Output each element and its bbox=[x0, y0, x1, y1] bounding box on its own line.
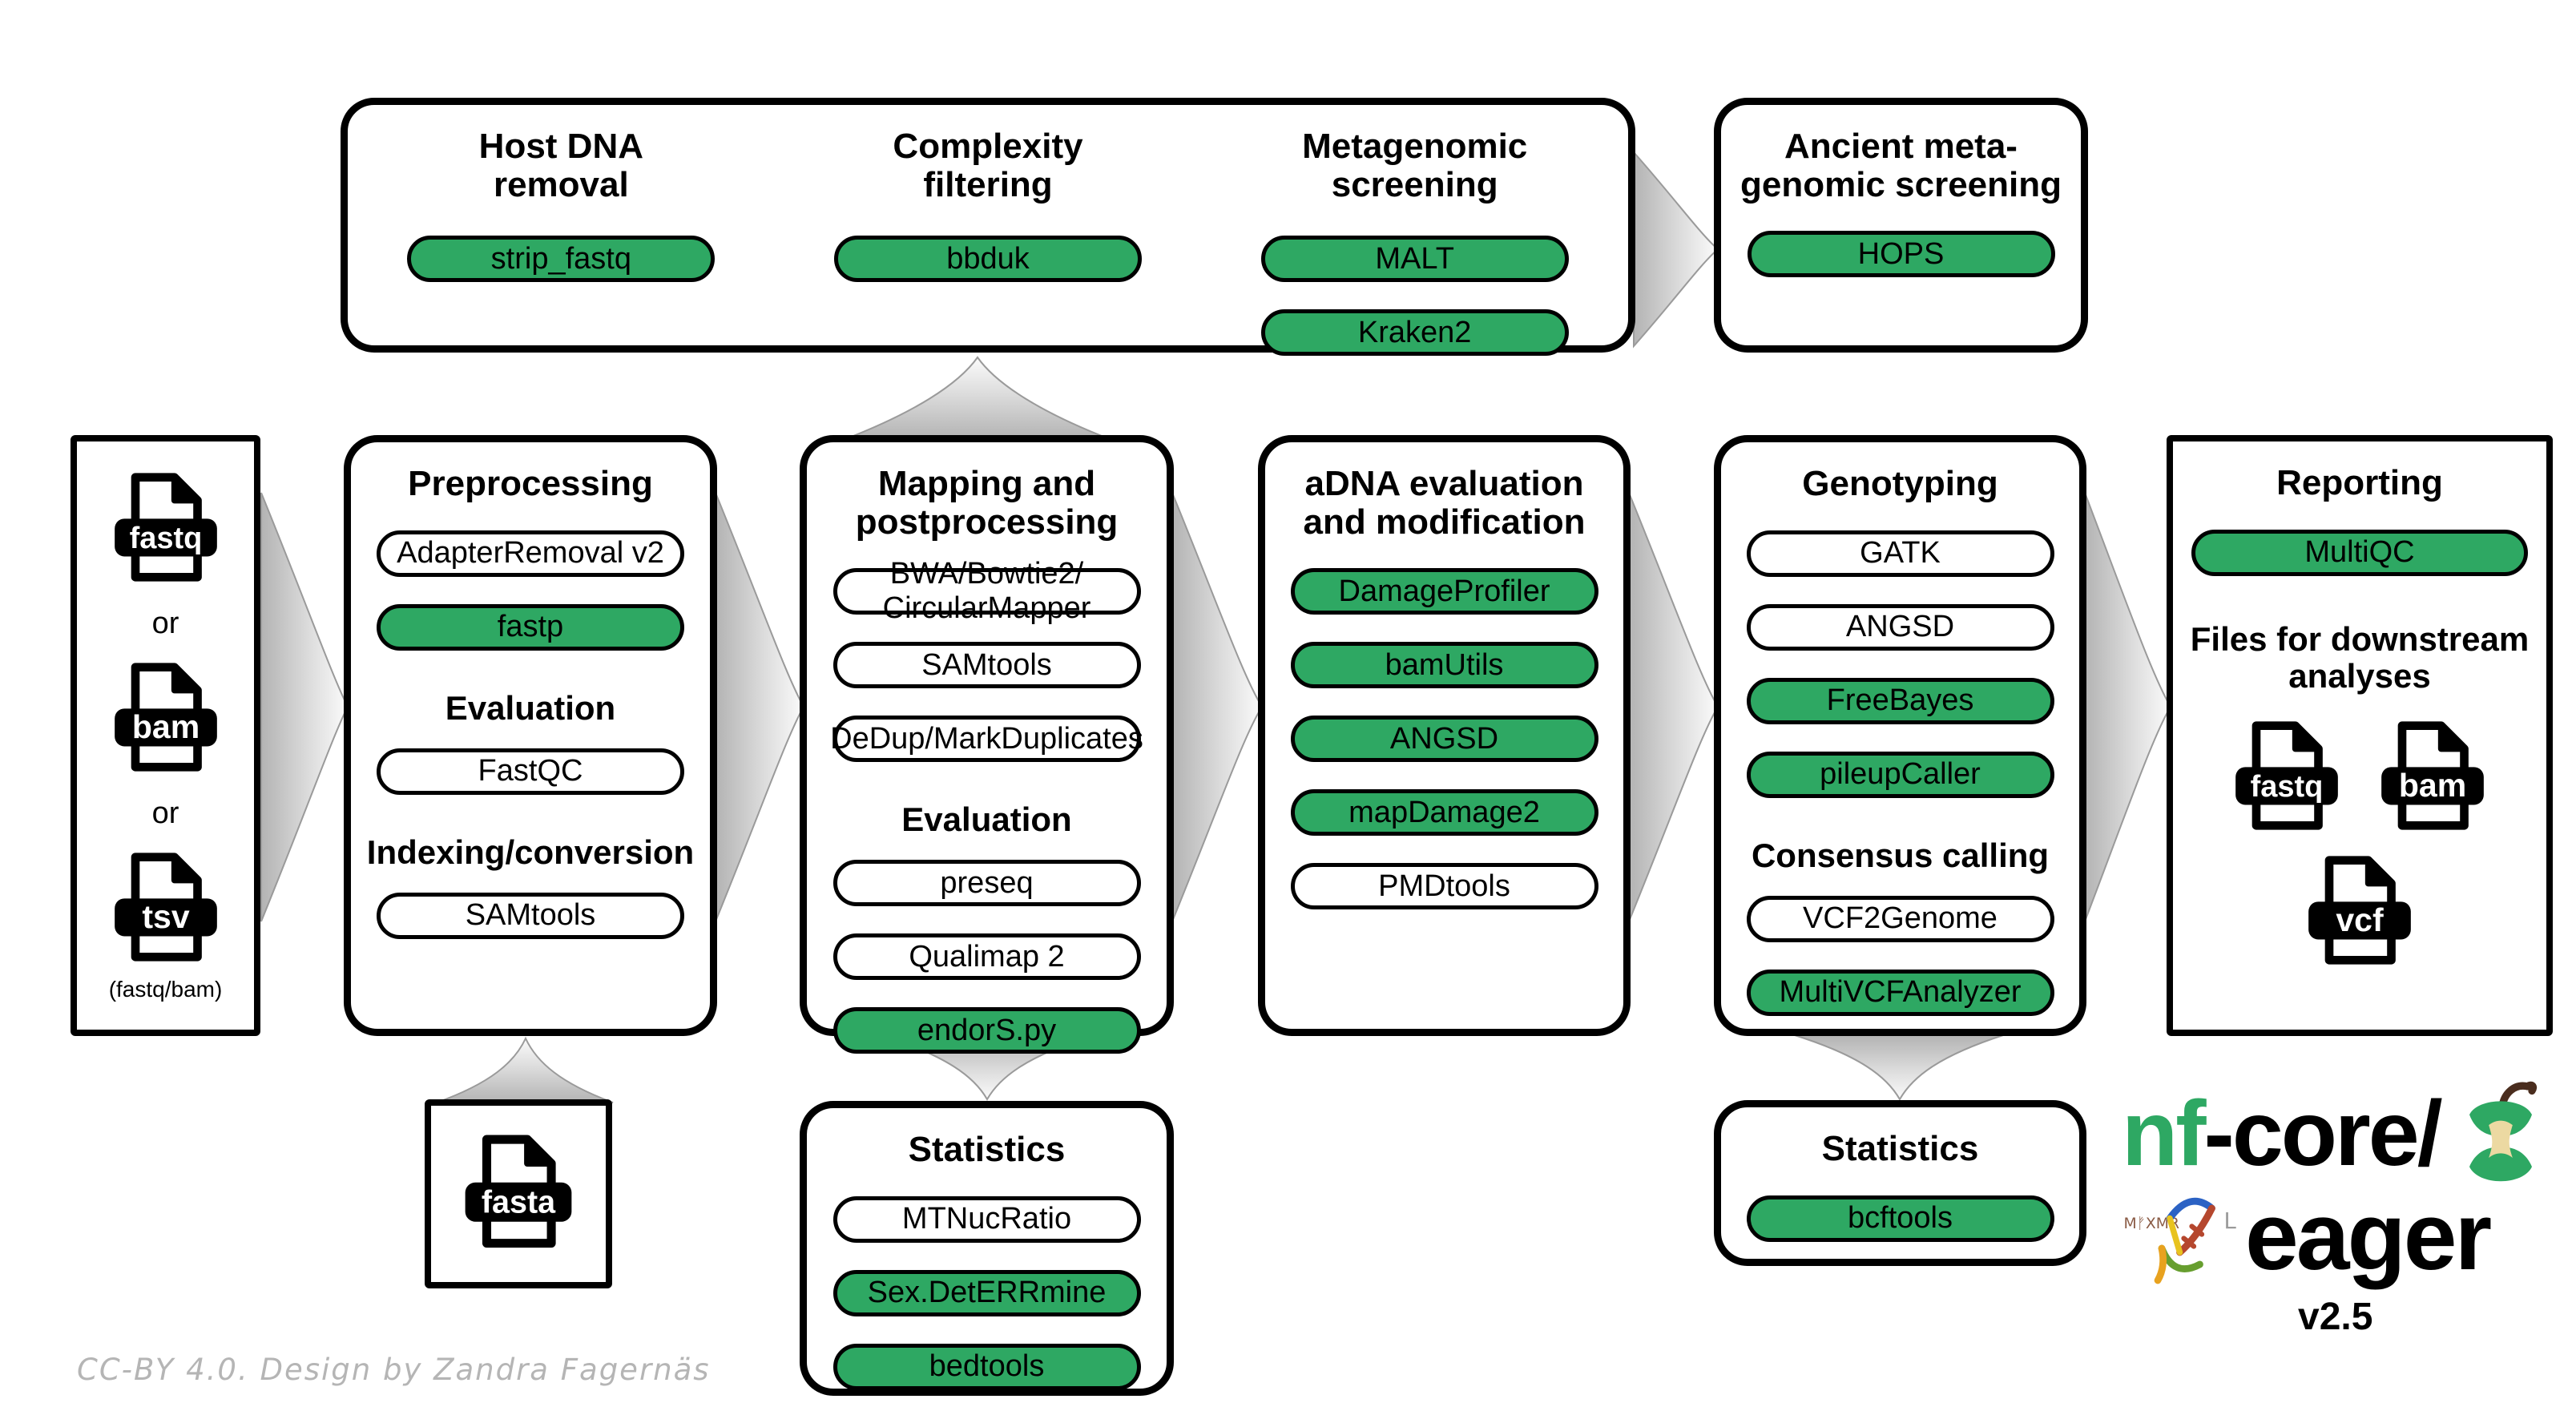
tool-pill-damageprofiler: DamageProfiler bbox=[1290, 568, 1598, 615]
complexity-filtering-column: Complexity filtering bbduk bbox=[775, 105, 1202, 345]
tool-pill-bcftools: bcftools bbox=[1746, 1195, 2054, 1242]
input-files-box: fastq or bam or tsv (fastq/bam) bbox=[71, 435, 260, 1036]
tool-pill-preseq: preseq bbox=[832, 860, 1141, 907]
tsv-file-icon: tsv bbox=[114, 853, 217, 962]
tool-pill-strip-fastq: strip_fastq bbox=[407, 236, 716, 283]
tool-pill-bbduk: bbduk bbox=[834, 236, 1142, 283]
tool-pill-malt: MALT bbox=[1260, 236, 1569, 283]
fasta-file-icon: fasta bbox=[465, 1135, 572, 1248]
fasta-reference-box: fasta bbox=[425, 1099, 612, 1288]
statistics-mapping-title: Statistics bbox=[908, 1130, 1066, 1169]
metagenomic-screening-column: Metagenomic screening MALT Kraken2 bbox=[1201, 105, 1628, 357]
reporting-box: Reporting MultiQC Files for downstream a… bbox=[2167, 435, 2553, 1036]
fastq-file-icon: fastq bbox=[114, 473, 217, 582]
svg-text:tsv: tsv bbox=[142, 898, 189, 935]
logo-version: v2.5 bbox=[2298, 1296, 2373, 1338]
mapping-box: Mapping and postprocessing BWA/Bowtie2/ … bbox=[800, 435, 1174, 1054]
heading-evaluation: Evaluation bbox=[901, 800, 1072, 839]
connector-mapping-to-topband bbox=[845, 356, 1111, 440]
heading-consensus-calling: Consensus calling bbox=[1751, 836, 2050, 874]
svg-text:vcf: vcf bbox=[2336, 901, 2384, 938]
connector-adna-to-genotyping bbox=[1628, 492, 1719, 922]
bam-file-icon: bam bbox=[114, 663, 217, 772]
tool-pill-samtools: SAMtools bbox=[377, 892, 684, 939]
dna-helix-icon: MᚠXMR L bbox=[2124, 1197, 2237, 1284]
svg-text:MᚠXMR: MᚠXMR bbox=[2124, 1216, 2179, 1232]
statistics-genotyping-box: Statistics bcftools bbox=[1714, 1100, 2086, 1266]
bam-output-icon: bam bbox=[2381, 721, 2484, 830]
host-dna-removal-column: Host DNA removal strip_fastq bbox=[348, 105, 775, 345]
tool-pill-fastp: fastp bbox=[377, 603, 684, 651]
tool-pill-samtools: SAMtools bbox=[832, 642, 1141, 689]
tool-pill-qualimap-2: Qualimap 2 bbox=[832, 933, 1141, 981]
statistics-genotyping-title: Statistics bbox=[1821, 1129, 1979, 1168]
tool-pill-bedtools: bedtools bbox=[832, 1343, 1141, 1390]
ancient-metagenomic-screening-title: Ancient meta- genomic screening bbox=[1740, 127, 2062, 204]
genotyping-box: Genotyping GATK ANGSD FreeBayes pileupCalle… bbox=[1714, 435, 2086, 1036]
tool-pill-pmdtools: PMDtools bbox=[1290, 863, 1598, 910]
adna-evaluation-box: aDNA evaluation and modification DamageP… bbox=[1258, 435, 1631, 1036]
svg-text:fastq: fastq bbox=[129, 522, 202, 555]
tool-pill-angsd: ANGSD bbox=[1746, 603, 2054, 651]
downstream-files-heading: Files for downstream analyses bbox=[2190, 619, 2530, 695]
logo-eager-text: eager bbox=[2245, 1183, 2492, 1290]
vcf-output-icon: vcf bbox=[2308, 856, 2411, 965]
metagenomic-screening-title: Metagenomic screening bbox=[1302, 127, 1528, 204]
tool-pill-hops: HOPS bbox=[1747, 231, 2055, 278]
logo-wordmark: nf-core/ bbox=[2122, 1088, 2443, 1180]
svg-text:bam: bam bbox=[2399, 767, 2466, 804]
tool-pill-freebayes: FreeBayes bbox=[1746, 677, 2054, 724]
tool-pill-mapdamage2: mapDamage2 bbox=[1290, 789, 1598, 837]
host-dna-removal-title: Host DNA removal bbox=[478, 127, 643, 204]
or-separator: or bbox=[151, 607, 179, 640]
tool-pill-bwa-bowtie2-circularmapper: BWA/Bowtie2/ CircularMapper bbox=[832, 557, 1141, 625]
license-credit-text: CC-BY 4.0. Design by Zandra Fagernäs bbox=[77, 1353, 711, 1387]
tool-pill-multiqc: MultiQC bbox=[2191, 529, 2528, 576]
svg-text:L: L bbox=[2224, 1208, 2237, 1234]
tool-pill-fastqc: FastQC bbox=[377, 748, 684, 795]
tool-pill-dedup-markduplicates: DeDup/MarkDuplicates bbox=[830, 716, 1143, 763]
mapping-title: Mapping and postprocessing bbox=[855, 464, 1119, 542]
genotyping-title: Genotyping bbox=[1802, 464, 1998, 503]
tool-pill-kraken2: Kraken2 bbox=[1260, 309, 1569, 357]
tool-pill-bamutils: bamUtils bbox=[1290, 642, 1598, 689]
heading-evaluation: Evaluation bbox=[445, 688, 616, 727]
connector-input-to-preprocessing bbox=[260, 492, 349, 922]
logo-nf-text: nf bbox=[2122, 1082, 2207, 1185]
tool-pill-sex-deterrmine: Sex.DetERRmine bbox=[832, 1269, 1141, 1316]
tool-pill-vcf2genome: VCF2Genome bbox=[1746, 895, 2054, 942]
tsv-caption: (fastq/bam) bbox=[108, 977, 223, 1002]
nf-core-eager-logo: nf-core/ MᚠXMR L eager v2.5 bbox=[2122, 1081, 2570, 1339]
connector-fasta-to-preprocessing bbox=[436, 1036, 614, 1103]
tool-pill-endors-py: endorS.py bbox=[832, 1007, 1141, 1054]
logo-core-text: -core/ bbox=[2203, 1082, 2443, 1185]
apple-core-icon bbox=[2469, 1081, 2537, 1182]
ancient-metagenomic-screening-box: Ancient meta- genomic screening HOPS bbox=[1714, 98, 2088, 353]
preprocessing-title: Preprocessing bbox=[408, 464, 653, 503]
tool-pill-multivcfanalyzer: MultiVCFAnalyzer bbox=[1746, 969, 2054, 1016]
reporting-title: Reporting bbox=[2276, 463, 2443, 502]
tool-pill-angsd: ANGSD bbox=[1290, 716, 1598, 763]
tool-pill-adapterremoval-v2: AdapterRemoval v2 bbox=[377, 530, 684, 577]
tool-pill-gatk: GATK bbox=[1746, 530, 2054, 577]
connector-preprocessing-to-mapping bbox=[715, 492, 805, 922]
svg-text:fasta: fasta bbox=[482, 1185, 556, 1220]
svg-text:bam: bam bbox=[131, 708, 199, 745]
fastq-output-icon: fastq bbox=[2235, 721, 2338, 830]
connector-topband-to-ancient bbox=[1633, 150, 1719, 349]
tool-pill-pileupcaller: pileupCaller bbox=[1746, 751, 2054, 798]
adna-evaluation-title: aDNA evaluation and modification bbox=[1303, 464, 1586, 542]
connector-genotyping-to-reporting bbox=[2084, 492, 2172, 922]
connector-genotyping-to-statistics bbox=[1794, 1034, 2004, 1102]
or-separator: or bbox=[151, 796, 179, 830]
heading-indexing-conversion: Indexing/conversion bbox=[366, 833, 695, 871]
metagenomics-band-box: Host DNA removal strip_fastq Complexity … bbox=[341, 98, 1635, 357]
tool-pill-mtnucratio: MTNucRatio bbox=[832, 1195, 1141, 1243]
complexity-filtering-title: Complexity filtering bbox=[893, 127, 1083, 204]
svg-text:fastq: fastq bbox=[2251, 770, 2324, 804]
connector-mapping-to-adna bbox=[1171, 492, 1264, 922]
